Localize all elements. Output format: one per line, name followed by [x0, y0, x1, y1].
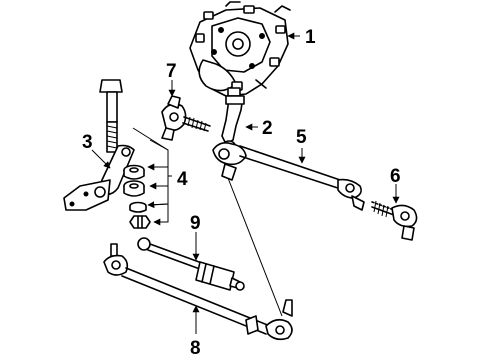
callout-4: 4 [177, 169, 188, 190]
idler-arm-bracket [63, 144, 135, 211]
assembly-relation-line [227, 177, 283, 317]
tie-rod-lower [103, 243, 293, 341]
callout-6: 6 [390, 166, 401, 187]
callout-2: 2 [262, 118, 273, 139]
outer-tie-rod-end [371, 200, 418, 241]
long-bolt [99, 79, 123, 153]
callout-1: 1 [305, 27, 316, 48]
callout-7: 7 [166, 61, 177, 82]
bushing-nut-set [123, 164, 151, 229]
steering-gear-box [189, 1, 291, 97]
relay-rod [212, 142, 365, 211]
callout-8: 8 [190, 338, 201, 359]
callout-9: 9 [190, 213, 201, 234]
leader-lines [91, 32, 400, 334]
callout-5: 5 [296, 127, 307, 148]
steering-damper [137, 237, 245, 291]
callout-3: 3 [82, 132, 93, 153]
tie-rod-end-upper [161, 95, 211, 141]
